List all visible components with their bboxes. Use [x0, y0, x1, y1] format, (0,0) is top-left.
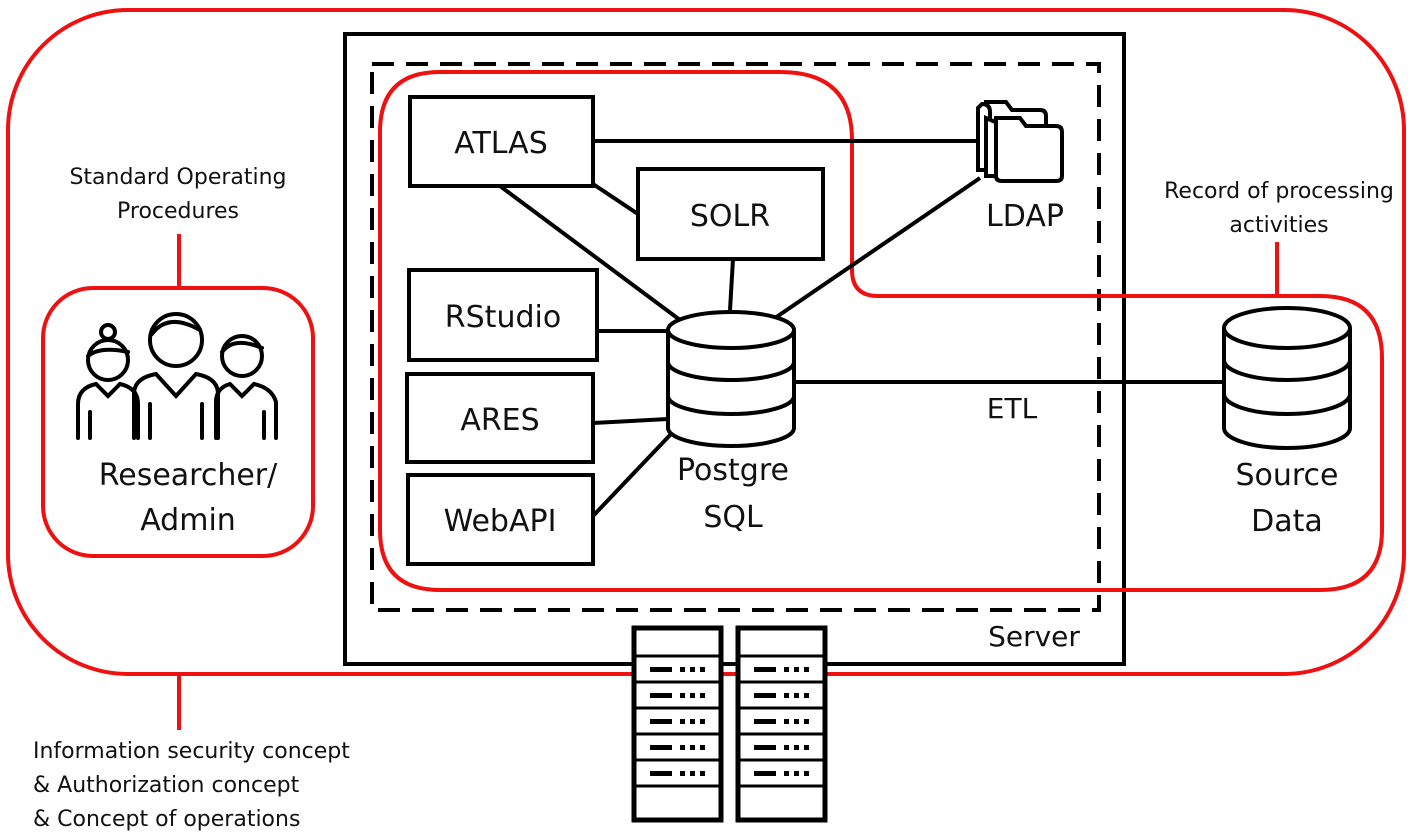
server-rack-icon [631, 625, 828, 823]
edge-webapi-postgres [591, 431, 674, 518]
actor-label-line1: Researcher/ [99, 458, 278, 493]
etl-label: ETL [987, 392, 1038, 425]
atlas-label: ATLAS [454, 126, 548, 161]
server-label: Server [988, 620, 1080, 653]
actor-label-line2: Admin [140, 503, 236, 538]
people-group-icon [76, 312, 278, 440]
ropa-annotation-line1: Record of processing [1164, 179, 1394, 204]
edge-ldap-postgres [773, 176, 982, 320]
processing-boundary [378, 70, 1384, 592]
postgres-label-line1: Postgre [677, 453, 789, 488]
ldap-label: LDAP [986, 199, 1064, 234]
connections [498, 139, 1224, 518]
rstudio-label: RStudio [445, 300, 561, 335]
container-dashed-box [370, 62, 1101, 612]
ares-label: ARES [460, 403, 539, 438]
source-label-line2: Data [1251, 504, 1323, 539]
sop-annotation-line2: Procedures [117, 199, 239, 224]
edge-ares-postgres [592, 417, 669, 425]
source-database-icon [1222, 306, 1352, 450]
solr-box [636, 167, 825, 261]
solr-label: SOLR [690, 199, 770, 234]
sop-annotation-line1: Standard Operating [69, 165, 286, 190]
concept-annotation-line2: & Authorization concept [33, 773, 300, 798]
webapi-box [406, 473, 595, 566]
database-icon [666, 310, 796, 448]
edge-solr-postgres [728, 258, 735, 311]
source-label-line1: Source [1235, 458, 1338, 493]
atlas-box [408, 95, 595, 188]
folder-stack-icon [976, 100, 1064, 183]
concept-annotation-line3: & Concept of operations [33, 807, 300, 832]
edge-atlas-postgres [498, 184, 682, 322]
concept-annotation-line1: Information security concept [33, 739, 350, 764]
postgres-label-line2: SQL [703, 500, 763, 535]
rstudio-box [407, 268, 599, 362]
webapi-label: WebAPI [444, 504, 557, 539]
server-box [343, 32, 1126, 666]
edge-atlas-solr [591, 182, 640, 216]
ares-box [405, 372, 595, 464]
ropa-annotation-line2: activities [1229, 213, 1328, 238]
